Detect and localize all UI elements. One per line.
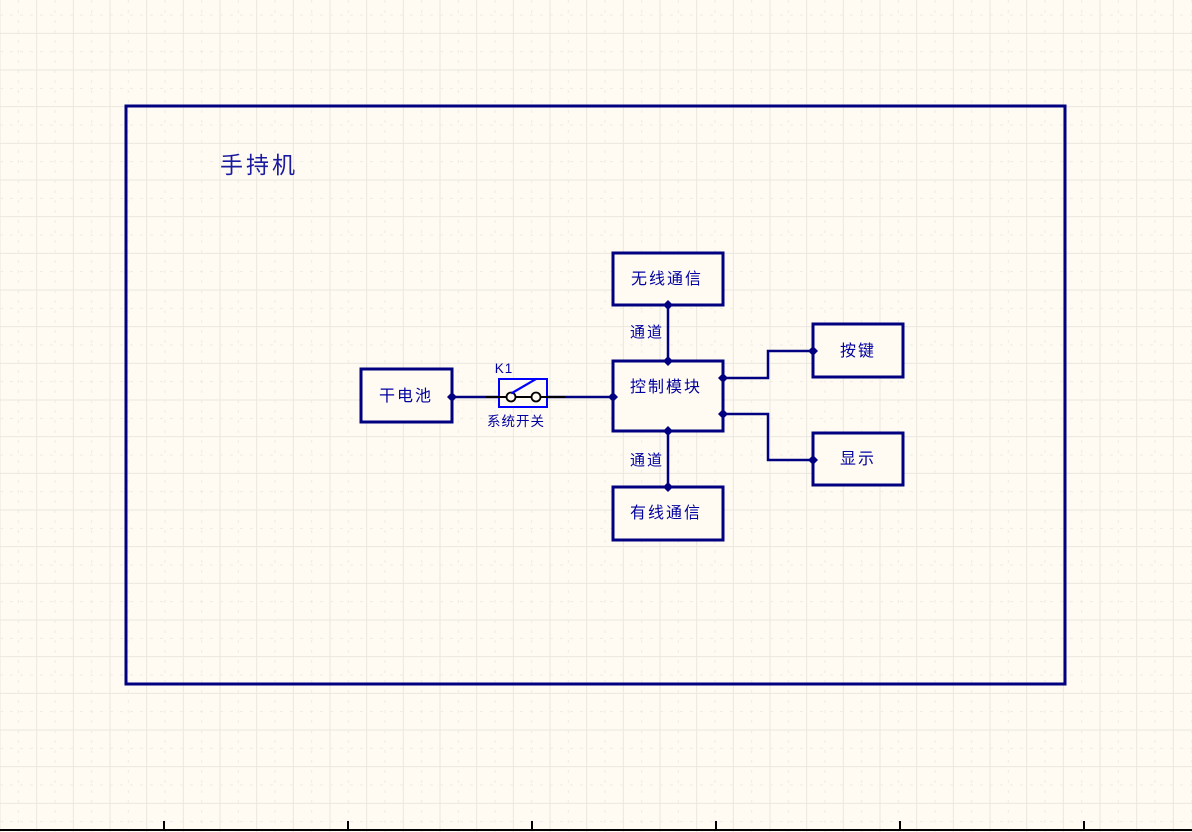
junction-dot xyxy=(808,455,818,465)
block-display-label: 显示 xyxy=(840,451,876,468)
block-keys-rect[interactable] xyxy=(811,322,905,379)
block-wireless-label: 无线通信 xyxy=(631,270,703,288)
switch-body-rect[interactable] xyxy=(498,378,548,408)
sheet-title: 手持机 xyxy=(220,152,298,178)
block-wired[interactable]: 有线通信 xyxy=(611,485,725,542)
block-control-label: 控制模块 xyxy=(630,378,702,396)
block-wireless-rect[interactable] xyxy=(611,251,725,307)
switch-blade xyxy=(510,377,538,395)
wire-control-to-display[interactable] xyxy=(723,412,813,462)
junction-dot xyxy=(608,392,618,402)
block-wired-rect[interactable] xyxy=(611,485,725,542)
block-control[interactable]: 控制模块 xyxy=(611,359,725,433)
block-wireless[interactable]: 无线通信 xyxy=(611,251,725,307)
junction-dot xyxy=(663,300,673,310)
switch-name-label: 系统开关 xyxy=(487,414,545,429)
sheet-border-edge xyxy=(0,821,1192,831)
junction-dot xyxy=(808,346,818,356)
block-control-rect[interactable] xyxy=(611,359,725,433)
switch-component[interactable] xyxy=(486,377,565,408)
junction-dot xyxy=(718,373,728,383)
junction-dot xyxy=(447,392,457,402)
junction-dots xyxy=(447,300,818,492)
block-keys-label: 按键 xyxy=(840,342,876,360)
block-keys[interactable]: 按键 xyxy=(811,322,905,379)
net-label-channel-top: 通道 xyxy=(630,324,664,341)
switch-contact-right xyxy=(530,391,542,403)
block-battery-label: 干电池 xyxy=(379,387,433,405)
junction-dot xyxy=(663,426,673,436)
block-display[interactable]: 显示 xyxy=(811,431,905,487)
switch-designator-label: K1 xyxy=(495,361,514,376)
system-boundary-rect[interactable] xyxy=(124,104,1067,686)
switch-contact-left xyxy=(505,391,517,403)
junction-dot xyxy=(718,409,728,419)
block-wired-label: 有线通信 xyxy=(630,504,702,522)
net-label-channel-bottom: 通道 xyxy=(630,452,664,469)
wire-control-to-keys[interactable] xyxy=(723,349,813,380)
block-battery[interactable]: 干电池 xyxy=(359,367,454,424)
junction-dot xyxy=(663,482,673,492)
junction-dot xyxy=(663,356,673,366)
